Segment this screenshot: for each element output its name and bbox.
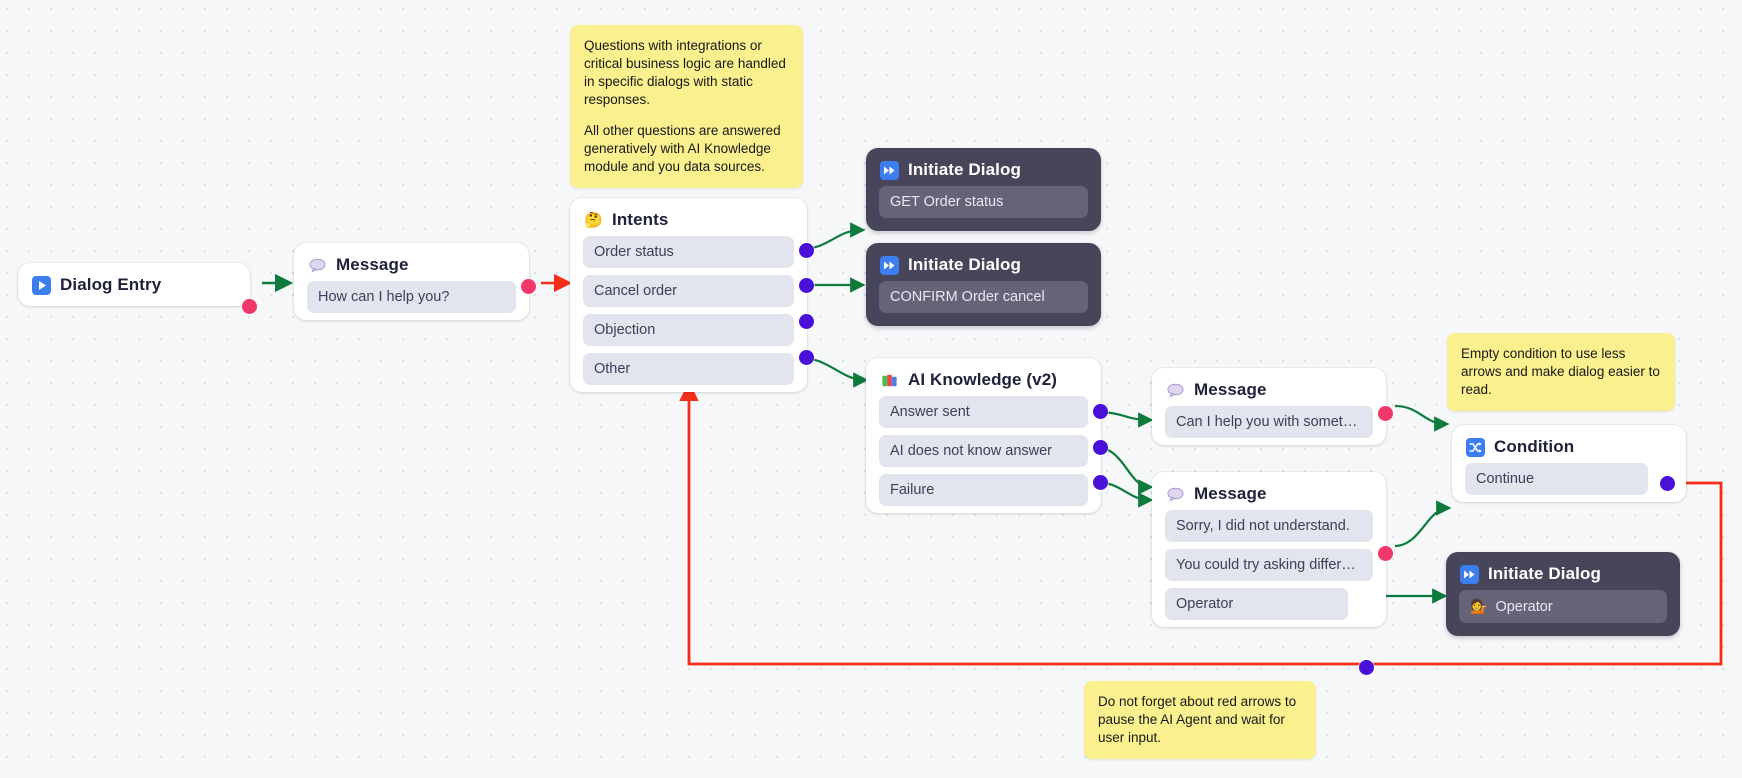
note-red-arrow-hint[interactable]: Do not forget about red arrows to pause …	[1084, 681, 1316, 759]
node-initiate-operator-title: Initiate Dialog	[1488, 564, 1601, 583]
intent-row-order-status[interactable]: Order status	[583, 236, 794, 268]
node-initiate-order-cancel[interactable]: Initiate Dialog CONFIRM Order cancel	[866, 243, 1101, 326]
shuffle-icon	[1466, 437, 1485, 457]
note-top-p2: All other questions are answered generat…	[584, 122, 781, 174]
node-initiate-order-status[interactable]: Initiate Dialog GET Order status	[866, 148, 1101, 231]
node-initiate-operator[interactable]: Initiate Dialog 💁 Operator	[1446, 552, 1680, 636]
condition-row-continue[interactable]: Continue	[1465, 463, 1648, 495]
note-red-arrow-hint-p1: Do not forget about red arrows to pause …	[1098, 694, 1297, 745]
note-top-p1: Questions with integrations or critical …	[584, 38, 786, 107]
books-icon	[880, 371, 899, 390]
port-ai-answer-sent[interactable]	[1093, 404, 1108, 419]
ai-row-answer-sent[interactable]: Answer sent	[879, 396, 1088, 428]
node-message-greeting[interactable]: Message How can I help you?	[294, 243, 536, 320]
message-row-sorry[interactable]: Sorry, I did not understand.	[1165, 510, 1373, 542]
speech-bubble-icon	[1166, 485, 1185, 504]
port-intent-cancel-order[interactable]	[799, 278, 814, 293]
initiate-target-row[interactable]: GET Order status	[879, 186, 1088, 218]
note-condition-hint[interactable]: Empty condition to use less arrows and m…	[1447, 333, 1675, 411]
thinking-face-icon: 🤔	[584, 211, 603, 229]
port-message-operator-out[interactable]	[1359, 660, 1374, 675]
note-condition-hint-p1: Empty condition to use less arrows and m…	[1461, 346, 1660, 397]
ai-row-unknown-answer[interactable]: AI does not know answer	[879, 435, 1088, 467]
port-message-can-i-help-out[interactable]	[1378, 406, 1393, 421]
node-condition-title: Condition	[1494, 437, 1575, 456]
node-intents-header: 🤔 Intents	[570, 198, 807, 236]
node-intents[interactable]: 🤔 Intents Order status Cancel order Obje…	[570, 198, 814, 392]
port-intent-objection[interactable]	[799, 314, 814, 329]
node-message-not-understand[interactable]: Message Sorry, I did not understand. You…	[1152, 472, 1393, 675]
fast-forward-icon	[880, 160, 899, 180]
port-intent-other[interactable]	[799, 350, 814, 365]
fast-forward-icon	[1460, 564, 1479, 584]
node-intents-title: Intents	[612, 210, 669, 229]
wire-sorry-to-condition	[1394, 500, 1452, 548]
message-row[interactable]: Can I help you with something…	[1165, 406, 1373, 438]
node-dialog-entry-title: Dialog Entry	[60, 275, 162, 294]
node-dialog-entry-header: Dialog Entry	[18, 263, 250, 306]
node-ai-knowledge-title: AI Knowledge (v2)	[908, 370, 1058, 389]
node-message-can-i-help-title: Message	[1194, 380, 1267, 399]
port-ai-failure[interactable]	[1093, 475, 1108, 490]
node-initiate-order-cancel-header: Initiate Dialog	[866, 243, 1101, 281]
intent-row-other[interactable]: Other	[583, 353, 794, 385]
node-message-greeting-header: Message	[294, 243, 529, 281]
speech-bubble-icon	[308, 256, 327, 275]
node-message-can-i-help[interactable]: Message Can I help you with something…	[1152, 368, 1393, 445]
wire-canhelp-to-condition	[1394, 404, 1450, 432]
message-row-try-different[interactable]: You could try asking differentl…	[1165, 549, 1373, 581]
node-condition[interactable]: Condition Continue	[1452, 425, 1686, 502]
port-intent-order-status[interactable]	[799, 243, 814, 258]
intent-row-objection[interactable]: Objection	[583, 314, 794, 346]
port-entry-out[interactable]	[242, 299, 257, 314]
message-row[interactable]: How can I help you?	[307, 281, 516, 313]
node-message-not-understand-title: Message	[1194, 484, 1267, 503]
initiate-target-row[interactable]: 💁 Operator	[1459, 590, 1667, 623]
node-message-not-understand-header: Message	[1152, 472, 1386, 510]
intent-row-cancel-order[interactable]: Cancel order	[583, 275, 794, 307]
node-dialog-entry[interactable]: Dialog Entry	[18, 263, 257, 314]
node-condition-header: Condition	[1452, 425, 1686, 463]
fast-forward-icon	[880, 255, 899, 275]
message-row-operator[interactable]: Operator	[1165, 588, 1348, 620]
node-initiate-order-status-header: Initiate Dialog	[866, 148, 1101, 186]
node-initiate-operator-header: Initiate Dialog	[1446, 552, 1680, 590]
speech-bubble-icon	[1166, 381, 1185, 400]
node-initiate-order-status-title: Initiate Dialog	[908, 160, 1021, 179]
ai-row-failure[interactable]: Failure	[879, 474, 1088, 506]
node-ai-knowledge-header: AI Knowledge (v2)	[866, 358, 1101, 396]
port-ai-unknown-answer[interactable]	[1093, 440, 1108, 455]
play-icon	[32, 275, 51, 295]
initiate-target-row[interactable]: CONFIRM Order cancel	[879, 281, 1088, 313]
port-message-not-understand-out[interactable]	[1378, 546, 1393, 561]
initiate-target-label: Operator	[1495, 598, 1553, 615]
port-message-greeting-out[interactable]	[521, 279, 536, 294]
operator-person-icon: 💁	[1470, 598, 1488, 614]
node-message-greeting-title: Message	[336, 255, 409, 274]
node-ai-knowledge[interactable]: AI Knowledge (v2) Answer sent AI does no…	[866, 358, 1108, 513]
port-condition-continue[interactable]	[1660, 476, 1675, 491]
note-top[interactable]: Questions with integrations or critical …	[570, 25, 803, 188]
node-initiate-order-cancel-title: Initiate Dialog	[908, 255, 1021, 274]
node-message-can-i-help-header: Message	[1152, 368, 1386, 406]
